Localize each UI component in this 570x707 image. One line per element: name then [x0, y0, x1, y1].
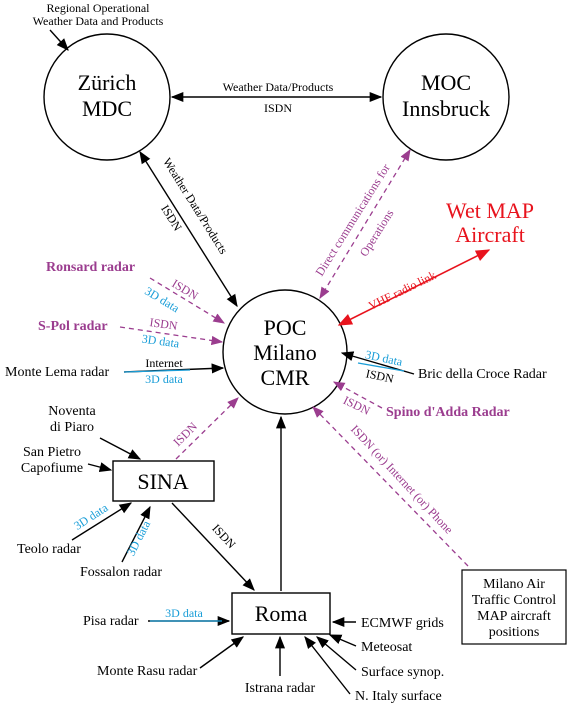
wet-map-line1: Wet MAP [446, 198, 534, 223]
milano-atc-line2: Traffic Control [472, 593, 557, 608]
poc-label: POC [264, 315, 307, 340]
teolo-label: Teolo radar [17, 542, 81, 557]
n-italy-arrow [304, 636, 351, 695]
meteosat-arrow [328, 634, 357, 647]
spino-arrow [332, 381, 383, 409]
atc-poc-arrow [312, 406, 469, 567]
mdc-label: MDC [82, 96, 132, 121]
moc-poc-arrow [319, 149, 411, 299]
milano-atc-node [461, 569, 567, 645]
zurich-moc-label-bottom: ISDN [264, 101, 292, 115]
pisa-label: Pisa radar [83, 614, 139, 629]
ecmwf-label: ECMWF grids [361, 616, 444, 631]
milano-atc-line3: MAP aircraft [477, 609, 551, 624]
n-italy-label: N. Italy surface [355, 689, 442, 704]
bric-cyan-rule [357, 362, 405, 372]
milano-label: Milano [253, 340, 317, 365]
roma-node [231, 592, 331, 635]
meteosat-label: Meteosat [361, 640, 412, 655]
zurich-poc-label2: ISDN [158, 202, 185, 233]
noventa-line1: Noventa [48, 404, 96, 419]
zurich-moc-label-top: Weather Data/Products [223, 80, 334, 94]
zurich-mdc-node [43, 33, 171, 161]
san-pietro-line2: Capofiume [21, 461, 83, 476]
moc-innsbruck-node [382, 33, 510, 161]
atc-poc-label: ISDN (or) Internet (or) Phone [348, 422, 456, 536]
spol-arrow [119, 326, 224, 346]
fossalon-label: Fossalon radar [80, 565, 162, 580]
cmr-label: CMR [261, 365, 310, 390]
spol-label: S-Pol radar [38, 319, 108, 334]
surface-synop-label: Surface synop. [361, 665, 444, 680]
ronsard-arrow [149, 277, 225, 324]
monte-rasu-arrow [199, 636, 245, 669]
monte-lema-label: Monte Lema radar [5, 365, 110, 380]
zurich-label: Zürich [78, 70, 137, 95]
sina-node [112, 460, 215, 502]
zurich-poc-arrow [139, 150, 238, 308]
surface-synop-arrow [316, 636, 357, 671]
vhf-label: VHF radio link [366, 268, 438, 313]
bric-label: Bric della Croce Radar [418, 367, 547, 382]
spol-isdn: ISDN [149, 315, 179, 333]
roma-label: Roma [255, 601, 308, 626]
monte-rasu-label: Monte Rasu radar [97, 664, 198, 679]
istrana-label: Istrana radar [245, 681, 316, 696]
fossalon-arrow [121, 505, 151, 563]
vhf-arrow [337, 249, 491, 326]
monte-lema-cyan-rule [123, 369, 191, 373]
sina-poc-isdn: ISDN [170, 419, 200, 449]
moc-label: MOC [421, 70, 471, 95]
monte-lema-3d: 3D data [145, 372, 183, 386]
regional-line1: Regional Operational [47, 1, 151, 15]
pisa-3d: 3D data [165, 606, 203, 620]
sina-poc-arrow [175, 397, 239, 460]
innsbruck-label: Innsbruck [402, 96, 490, 121]
spino-label: Spino d'Adda Radar [386, 405, 510, 420]
bric-isdn: ISDN [365, 366, 396, 386]
noventa-arrow [99, 437, 142, 460]
sina-roma-arrow [171, 502, 255, 591]
milano-atc-line1: Milano Air [483, 577, 545, 592]
sina-label: SINA [137, 469, 188, 494]
san-pietro-arrow [87, 462, 113, 473]
milano-atc-line4: positions [489, 625, 540, 640]
san-pietro-line1: San Pietro [23, 445, 81, 460]
regional-arrow [49, 29, 69, 51]
spino-isdn: ISDN [341, 393, 373, 418]
teolo-arrow [71, 502, 133, 541]
noventa-line2: di Piaro [50, 420, 94, 435]
fossalon-3d: 3D data [124, 518, 154, 559]
spol-3d: 3D data [141, 331, 181, 350]
regional-line2: Weather Data and Products [33, 14, 164, 28]
wet-map-line2: Aircraft [455, 222, 525, 247]
ronsard-label: Ronsard radar [46, 260, 135, 275]
monte-lema-internet: Internet [145, 356, 183, 370]
